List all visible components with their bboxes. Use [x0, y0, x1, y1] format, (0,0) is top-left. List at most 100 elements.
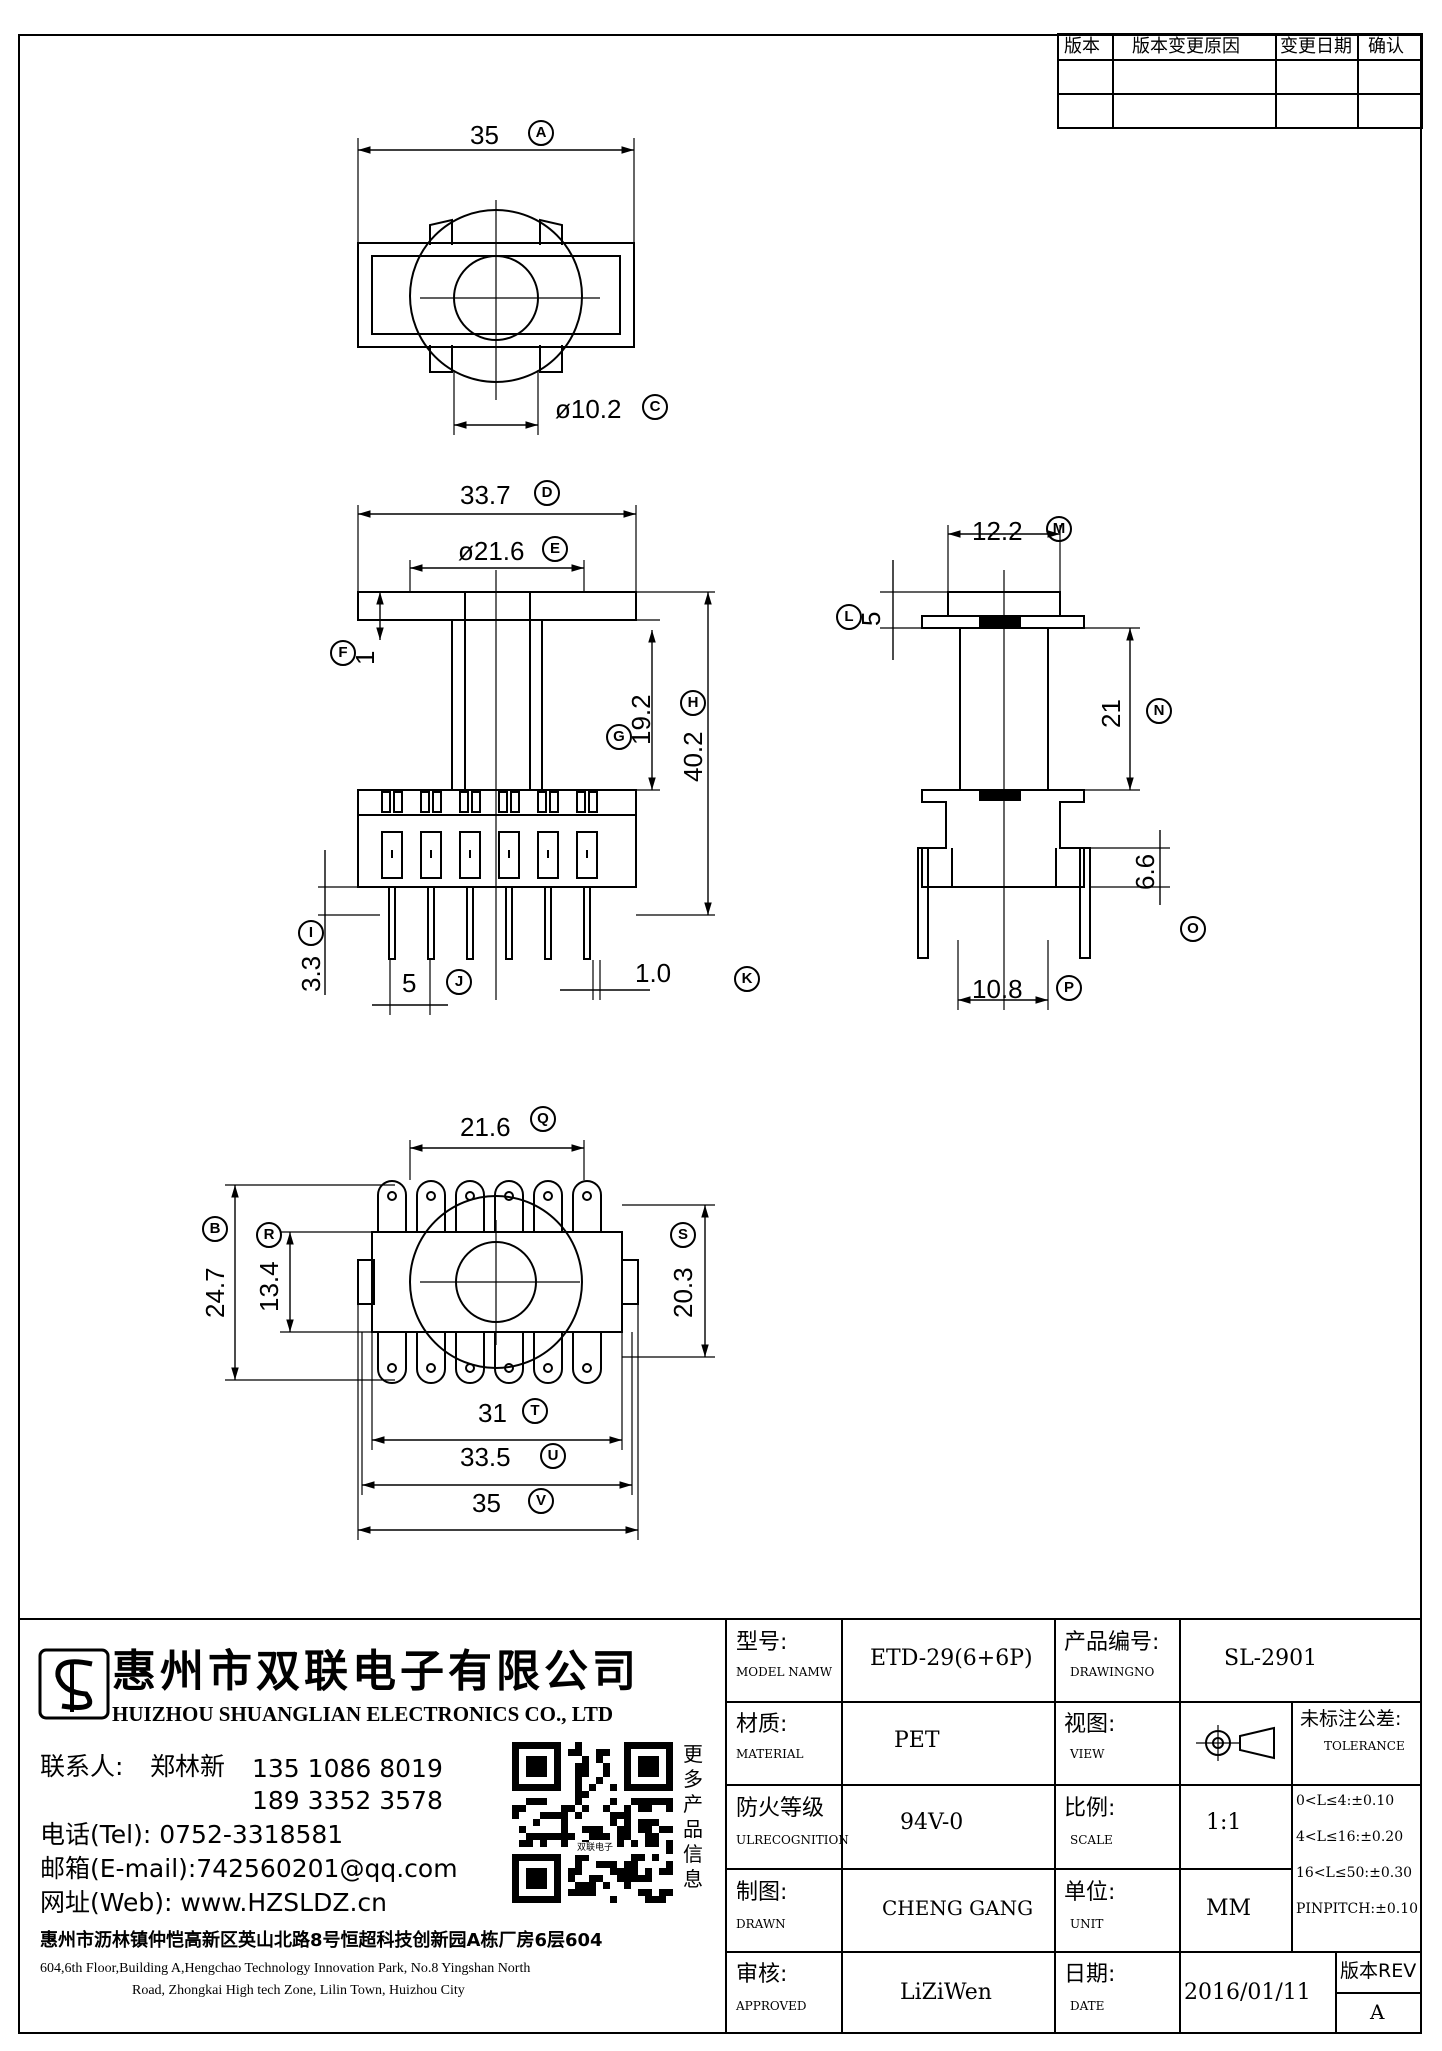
address-cn: 惠州市沥林镇仲恺高新区英山北路8号恒超科技创新园A栋厂房6层604 [40, 1930, 603, 1951]
dim-d-value: 33.7 [460, 480, 511, 510]
material-label: 材质: [736, 1712, 788, 1737]
dim-a-letter: A [528, 120, 554, 146]
dim-c-letter: C [642, 394, 668, 420]
dim-u-value: 33.5 [460, 1442, 511, 1472]
front-pin-terminal [537, 831, 559, 879]
dim-v-value: 35 [472, 1488, 501, 1518]
third-angle-projection-icon [1196, 1725, 1275, 1761]
drawn-label-en: DRAWN [736, 1917, 786, 1931]
dim-p-letter: P [1056, 975, 1082, 1001]
rev-header-reason: 版本变更原因 [1132, 36, 1240, 57]
address-en-line-1: 604,6th Floor,Building A,Hengchao Techno… [40, 1961, 531, 1976]
contact-name: 郑林新 [150, 1752, 226, 1781]
rev-header-version: 版本 [1064, 36, 1100, 57]
fire-value: 94V-0 [900, 1810, 964, 1835]
front-pin-lead [583, 886, 591, 960]
dim-c-value: ø10.2 [555, 394, 622, 424]
view-label: 视图: [1064, 1712, 1116, 1737]
model-value: ETD-29(6+6P) [870, 1646, 1033, 1671]
dim-t-letter: T [522, 1398, 548, 1424]
front-pin-lead [388, 886, 396, 960]
drawingno-value: SL-2901 [1224, 1646, 1318, 1671]
address-en-line-2: Road, Zhongkai High tech Zone, Lilin Tow… [132, 1983, 465, 1998]
bottom-pin-top [377, 1180, 407, 1232]
dim-b-letter: B [202, 1216, 228, 1242]
contact-tel: 电话(Tel): 0752-3318581 [40, 1820, 344, 1849]
front-pin-lead [427, 886, 435, 960]
unit-label: 单位: [1064, 1880, 1116, 1905]
bottom-pin-bottom [455, 1332, 485, 1384]
approved-label: 审核: [736, 1962, 788, 1987]
unit-value: MM [1206, 1896, 1252, 1921]
model-label-en: MODEL NAMW [736, 1665, 833, 1679]
unit-label-en: UNIT [1070, 1917, 1104, 1931]
front-pin-terminal [459, 831, 481, 879]
dim-e-letter: E [542, 536, 568, 562]
scale-label: 比例: [1064, 1796, 1116, 1821]
dim-k-value: 1.0 [635, 958, 672, 988]
drawn-value: CHENG GANG [882, 1896, 1034, 1920]
bottom-pin-top [494, 1180, 524, 1232]
dim-m-letter: M [1046, 516, 1072, 542]
contact-phone-2: 189 3352 3578 [252, 1786, 443, 1815]
front-pin-terminal [420, 831, 442, 879]
bottom-pin-bottom [377, 1332, 407, 1384]
drawing-frame [18, 34, 1422, 2034]
approved-label-en: APPROVED [736, 1999, 807, 2013]
drawn-label: 制图: [736, 1880, 788, 1905]
bottom-pin-top [416, 1180, 446, 1232]
contact-phone-1: 135 1086 8019 [252, 1754, 443, 1783]
scale-value: 1:1 [1206, 1810, 1242, 1835]
dim-s-value: 20.3 [668, 1267, 698, 1318]
dim-h-letter: H [680, 690, 706, 716]
rev-label: 版本REV [1340, 1960, 1417, 1982]
drawingno-label-en: DRAWINGNO [1070, 1665, 1155, 1679]
dim-s-letter: S [670, 1222, 696, 1248]
dim-q-letter: Q [530, 1106, 556, 1132]
tolerance-label: 未标注公差: [1300, 1708, 1402, 1730]
date-label: 日期: [1064, 1962, 1116, 1987]
bottom-pin-top [533, 1180, 563, 1232]
front-view [357, 570, 637, 1000]
front-view-dimensions [318, 505, 715, 1015]
qr-caption: 双联电子 [575, 1842, 616, 1855]
dim-f-value: 1 [350, 650, 380, 665]
dim-g-value: 19.2 [626, 694, 656, 745]
dim-m-value: 12.2 [972, 516, 1023, 546]
tolerance-range-3: 16<L≤50:±0.30 [1296, 1865, 1413, 1881]
dim-r-value: 13.4 [254, 1261, 284, 1312]
front-pin-lead [466, 886, 474, 960]
dim-h-value: 40.2 [678, 731, 708, 782]
dim-u-letter: U [540, 1443, 566, 1469]
rev-header-confirm: 确认 [1368, 36, 1404, 57]
company-logo-icon [38, 1648, 110, 1720]
dim-i-value: 3.3 [296, 955, 326, 992]
front-pin-terminal [498, 831, 520, 879]
rev-value: A [1370, 2000, 1385, 2024]
dim-o-value: 6.6 [1130, 853, 1160, 890]
bottom-pin-bottom [494, 1332, 524, 1384]
rev-header-date: 变更日期 [1280, 36, 1352, 57]
view-label-en: VIEW [1070, 1747, 1105, 1761]
dim-k-letter: K [734, 966, 760, 992]
material-value: PET [894, 1728, 940, 1753]
dim-j-value: 5 [402, 968, 417, 998]
contact-web: 网址(Web): www.HZSLDZ.cn [40, 1888, 388, 1917]
front-pin-lead [544, 886, 552, 960]
bottom-pin-top [455, 1180, 485, 1232]
date-value: 2016/01/11 [1184, 1980, 1311, 2005]
dim-l-value: 5 [856, 611, 886, 626]
bottom-pin-bottom [533, 1332, 563, 1384]
dim-j-letter: J [446, 969, 472, 995]
bottom-pin-top [572, 1180, 602, 1232]
dim-a-value: 35 [470, 120, 499, 150]
dim-n-letter: N [1146, 698, 1172, 724]
dim-v-letter: V [528, 1488, 554, 1514]
material-label-en: MATERIAL [736, 1747, 804, 1761]
dim-l-letter: L [836, 604, 862, 630]
tolerance-range-1: 0<L≤4:±0.10 [1296, 1793, 1395, 1809]
bottom-pin-bottom [416, 1332, 446, 1384]
qr-code-icon [512, 1742, 673, 1903]
dim-n-value: 21 [1096, 699, 1126, 728]
